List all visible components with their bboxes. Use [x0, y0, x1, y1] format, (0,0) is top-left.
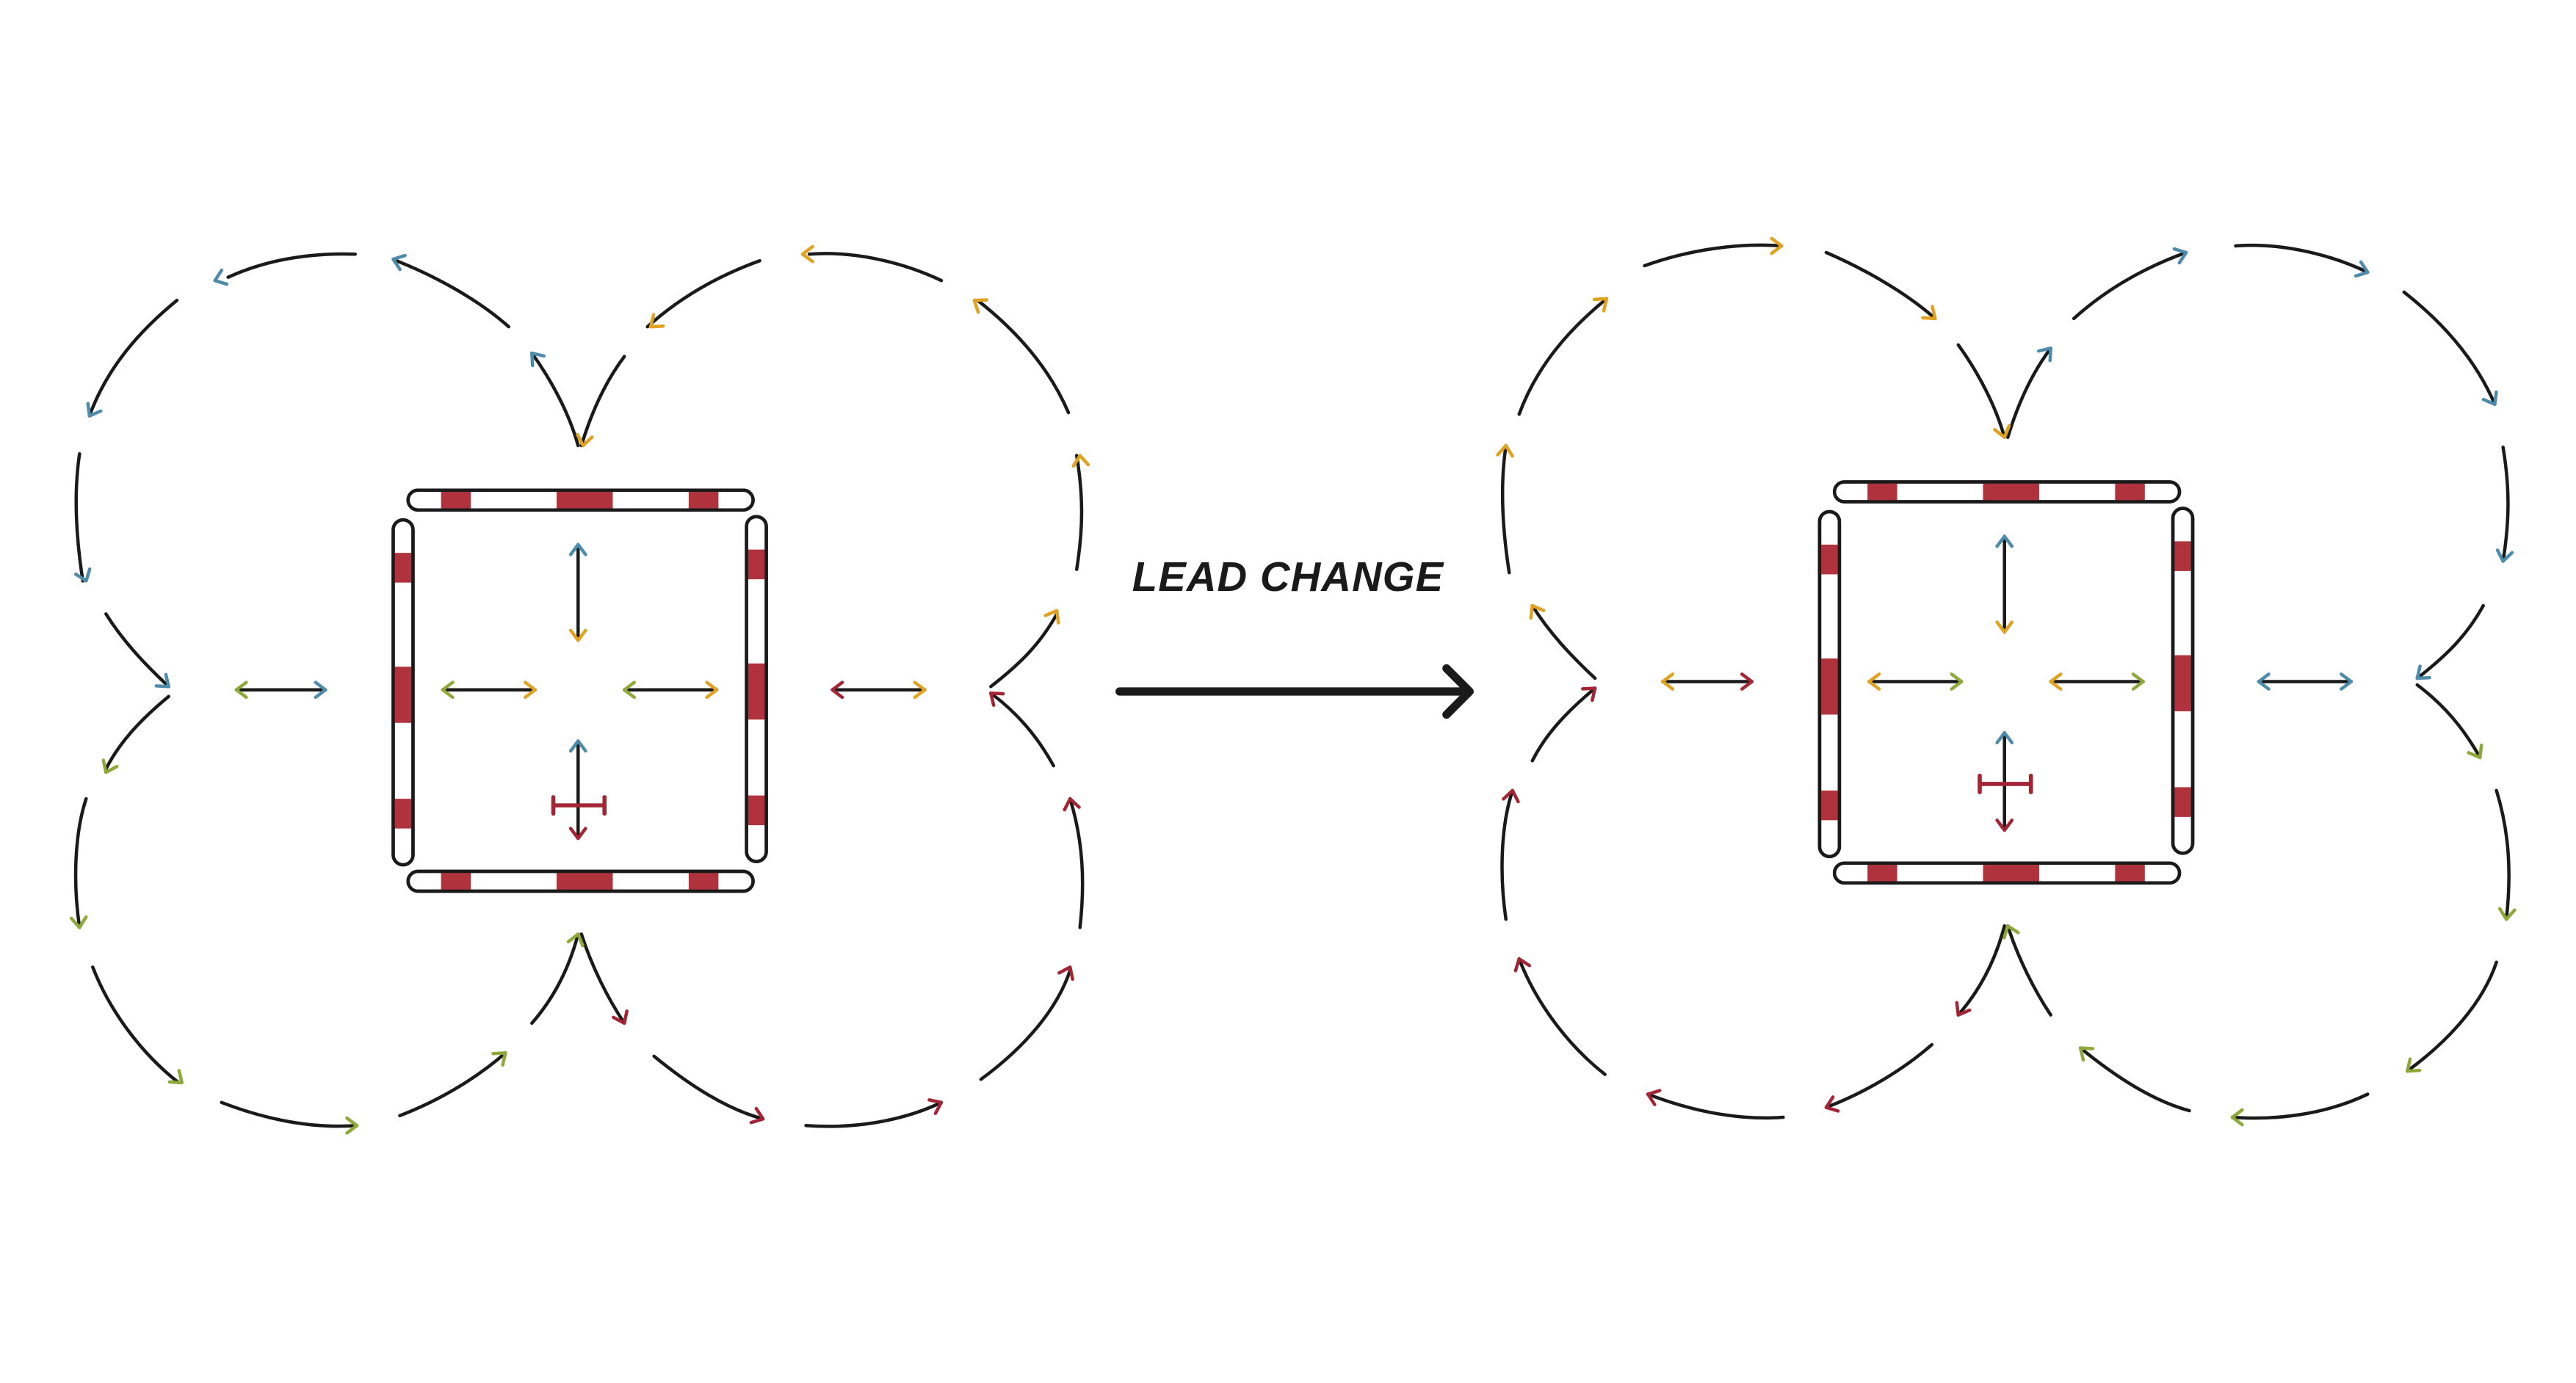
arrow-right-icon: [1115, 664, 1474, 719]
outer-arrow-left: [234, 683, 328, 697]
inner-arrow-right: [2049, 674, 2145, 689]
arrowheads-green: [2001, 745, 2515, 1125]
lobe-top-left: [74, 252, 580, 689]
inner-arrow-bottom: [571, 741, 585, 838]
inner-arrow-top: [571, 545, 585, 642]
lobe-bottom-right: [2005, 683, 2511, 1120]
pole-right: [2171, 507, 2195, 855]
lobe-top-right: [579, 252, 1084, 689]
lead-change-transition: LEAD CHANGE: [1115, 553, 1474, 719]
pole-bottom: [406, 869, 755, 893]
lead-change-label: LEAD CHANGE: [1132, 553, 1444, 600]
after-pattern: [1498, 239, 2515, 1125]
pole-right: [745, 515, 768, 863]
pole-left: [1817, 509, 1842, 859]
inner-arrow-top: [1997, 534, 2012, 632]
lobe-bottom-right: [579, 691, 1085, 1128]
lobe-bottom-left: [73, 694, 580, 1128]
inner-arrow-left: [1869, 674, 1961, 689]
arrowheads-blue: [76, 252, 544, 692]
arrowheads-gold: [576, 247, 1088, 622]
lobe-bottom-left: [1500, 686, 2006, 1120]
pole-top: [406, 488, 755, 512]
pole-top: [1832, 480, 2182, 504]
lobe-top-left: [1500, 243, 2006, 680]
arrowheads-green: [71, 761, 585, 1133]
inner-arrow-right: [624, 683, 719, 697]
pole-left: [391, 518, 415, 867]
arrowheads-red: [1503, 683, 1969, 1114]
outer-arrow-right: [832, 683, 925, 697]
arrowheads-red: [613, 687, 1079, 1125]
outer-arrow-right: [2257, 674, 2354, 689]
outer-arrow-left: [1661, 674, 1751, 689]
lobe-top-right: [2005, 243, 2510, 680]
arrowheads-blue: [2038, 245, 2512, 683]
inner-arrow-left: [443, 683, 538, 697]
inner-arrow-bottom: [1997, 730, 2012, 832]
arrowheads-gold: [1498, 239, 2012, 618]
cross-marker-icon: [551, 795, 607, 816]
cross-marker-icon: [1978, 773, 2033, 794]
before-pattern: [71, 247, 1088, 1133]
pole-bottom: [1832, 861, 2182, 885]
